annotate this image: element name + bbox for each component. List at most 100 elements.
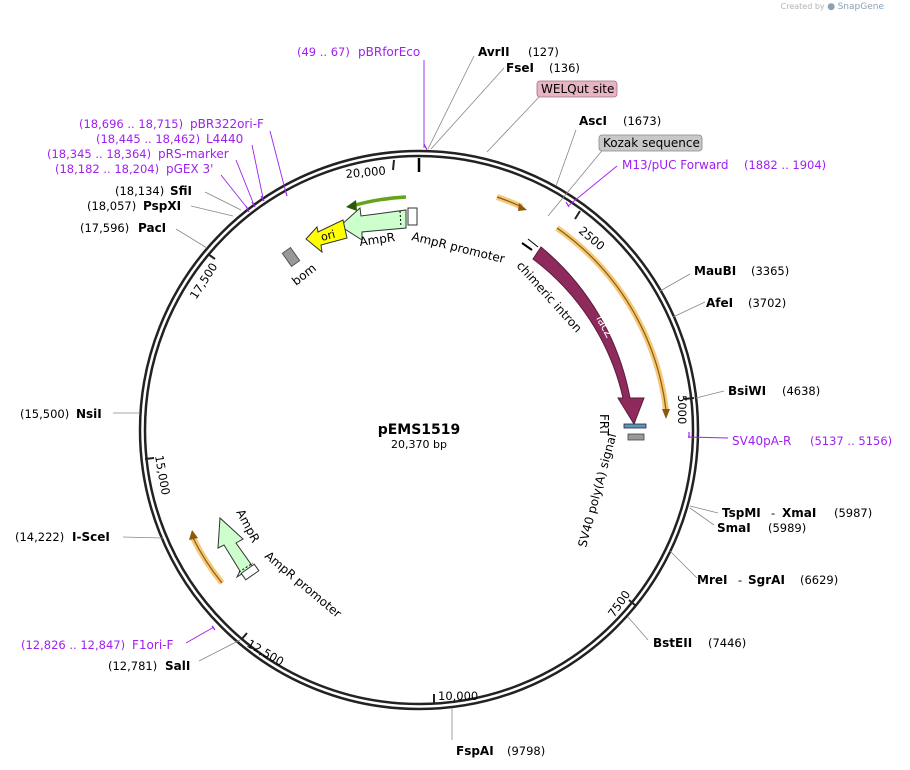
backbone-inner: [143, 154, 695, 706]
snapgene-credit: Created by ● SnapGene: [781, 2, 884, 12]
primer-tick: [251, 201, 256, 208]
ampr-top-feature[interactable]: [339, 206, 407, 241]
bsiwi-leader: [695, 390, 725, 399]
welqut-label[interactable]: WELQut site: [541, 82, 614, 96]
ampr-bottom-feature[interactable]: [217, 516, 254, 579]
primer-l4440-pos: (18,445 .. 18,462): [96, 132, 200, 146]
primer-l4440-name[interactable]: L4440: [206, 132, 243, 146]
enzyme-mrei-pos: (6629): [800, 573, 838, 587]
tick-mark: [628, 599, 637, 607]
enzyme-i-scei-name[interactable]: I-SceI: [72, 530, 110, 544]
kozak-label[interactable]: Kozak sequence: [603, 136, 700, 150]
smai-leader: [689, 507, 715, 526]
primer-f1ori-f-name[interactable]: F1ori-F: [132, 638, 173, 652]
snapgene-logo-icon: ●: [827, 2, 836, 12]
enzyme-fsei-pos: (136): [549, 61, 580, 75]
primer-prs-marker-name[interactable]: pRS-marker: [158, 147, 229, 161]
enzyme-maubi-name[interactable]: MauBI: [694, 264, 736, 278]
tick-mark: [144, 457, 155, 460]
enzyme-pspxi-name[interactable]: PspXI: [143, 199, 181, 213]
enzyme-afei-name[interactable]: AfeI: [706, 296, 733, 310]
enzyme-tspmi-name[interactable]: TspMI: [722, 506, 761, 520]
primer-tick: [423, 143, 428, 151]
primer-pbrforeco-name[interactable]: pBRforEco: [358, 45, 420, 59]
left-orf-arrowhead: [189, 530, 198, 540]
enzyme-tspmi-sep: -: [771, 506, 775, 520]
chimeric-intron-mark: [521, 242, 533, 251]
ampr-promoter-bottom-feature[interactable]: [240, 563, 260, 581]
orf-arrowhead: [662, 409, 670, 419]
prs-marker-leader: [235, 159, 255, 206]
enzyme-sfii-name[interactable]: SfiI: [170, 184, 192, 198]
enzyme-sali-name[interactable]: SalI: [165, 659, 190, 673]
sv40-label: SV40 poly(A) signal: [575, 432, 619, 549]
enzyme-mrei-name[interactable]: MreI: [697, 573, 727, 587]
primer-pbr322ori-f-name[interactable]: pBR322ori-F: [190, 117, 264, 131]
avrii-leader: [427, 55, 475, 150]
enzyme-sgrai-name[interactable]: SgrAI: [748, 573, 785, 587]
ori-feature[interactable]: [305, 219, 348, 254]
sv40-feature[interactable]: [627, 433, 645, 441]
tick-mark: [240, 632, 248, 641]
primer-sv40pa-r-name[interactable]: SV40pA-R: [732, 434, 791, 448]
enzyme-sali-pos: (12,781): [108, 659, 157, 673]
enzyme-bsteii-name[interactable]: BstEII: [653, 636, 692, 650]
backbone-outer: [138, 149, 700, 711]
pspxi-leader: [190, 205, 234, 217]
left-orf-arc-core: [192, 537, 223, 584]
primer-tick: [245, 205, 250, 213]
enzyme-bsiwi-name[interactable]: BsiWI: [728, 384, 766, 398]
ori-label: ori: [319, 228, 336, 244]
enzyme-paci-name[interactable]: PacI: [138, 221, 166, 235]
enzyme-leader-lines: [113, 55, 725, 740]
enzyme-fspai-name[interactable]: FspAI: [456, 744, 494, 758]
bom-feature[interactable]: [281, 246, 301, 268]
primer-tick: [211, 625, 216, 631]
afei-leader: [672, 301, 706, 318]
primer-pgex3-name[interactable]: pGEX 3': [166, 162, 213, 176]
primer-prs-marker-pos: (18,345 .. 18,364): [47, 147, 151, 161]
tick-label: 20,000: [345, 164, 386, 181]
tick-marks: [144, 159, 695, 704]
small-orf-arrowhead: [518, 203, 527, 211]
lacz-feature[interactable]: [532, 246, 645, 426]
enzyme-avrii-name[interactable]: AvrII: [478, 45, 510, 59]
sfii-leader: [204, 191, 242, 211]
primer-tick: [565, 201, 570, 208]
sali-leader: [198, 639, 241, 662]
fsei-leader: [430, 67, 505, 150]
pbr322ori-f-leader: [269, 130, 287, 194]
tick-mark: [207, 253, 216, 260]
maubi-leader: [659, 273, 691, 292]
orf-arc-core: [556, 227, 667, 411]
enzyme-fsei-name[interactable]: FseI: [506, 61, 534, 75]
primer-pbrforeco-pos: (49 .. 67): [297, 45, 350, 59]
green-arrow-head: [346, 200, 357, 211]
plasmid-size: 20,370 bp: [391, 438, 447, 451]
enzyme-smai-name[interactable]: SmaI: [717, 521, 751, 535]
tick-label: 5000: [675, 395, 689, 424]
sv40pa-r-leader: [687, 436, 729, 439]
welqut-leader: [486, 95, 541, 153]
ampr-promoter-top-feature[interactable]: [407, 207, 418, 226]
enzyme-bsiwi-pos: (4638): [782, 384, 820, 398]
tick-label: 10,000: [438, 689, 478, 703]
enzyme-tspmi-pos: (5987): [834, 506, 872, 520]
primer-sv40pa-r-pos: (5137 .. 5156): [810, 434, 892, 448]
mrei-leader: [669, 550, 698, 579]
enzyme-maubi-pos: (3365): [751, 264, 789, 278]
left-orf-arc: [190, 536, 225, 585]
l4440-leader: [251, 144, 264, 199]
primer-m13-name[interactable]: M13/pUC Forward: [622, 158, 729, 172]
credit-prefix: Created by: [780, 2, 825, 11]
enzyme-nsii-name[interactable]: NsiI: [76, 407, 102, 421]
enzyme-xmai-name[interactable]: XmaI: [782, 506, 816, 520]
enzyme-nsii-pos: (15,500): [20, 407, 69, 421]
primer-f1ori-f-pos: (12,826 .. 12,847): [21, 638, 125, 652]
green-arrow-arc: [351, 195, 407, 208]
tick-label: 15,000: [152, 454, 173, 496]
enzyme-asci-name[interactable]: AscI: [579, 114, 607, 128]
frt-feature[interactable]: [623, 423, 647, 429]
kozak-leader: [547, 146, 606, 217]
